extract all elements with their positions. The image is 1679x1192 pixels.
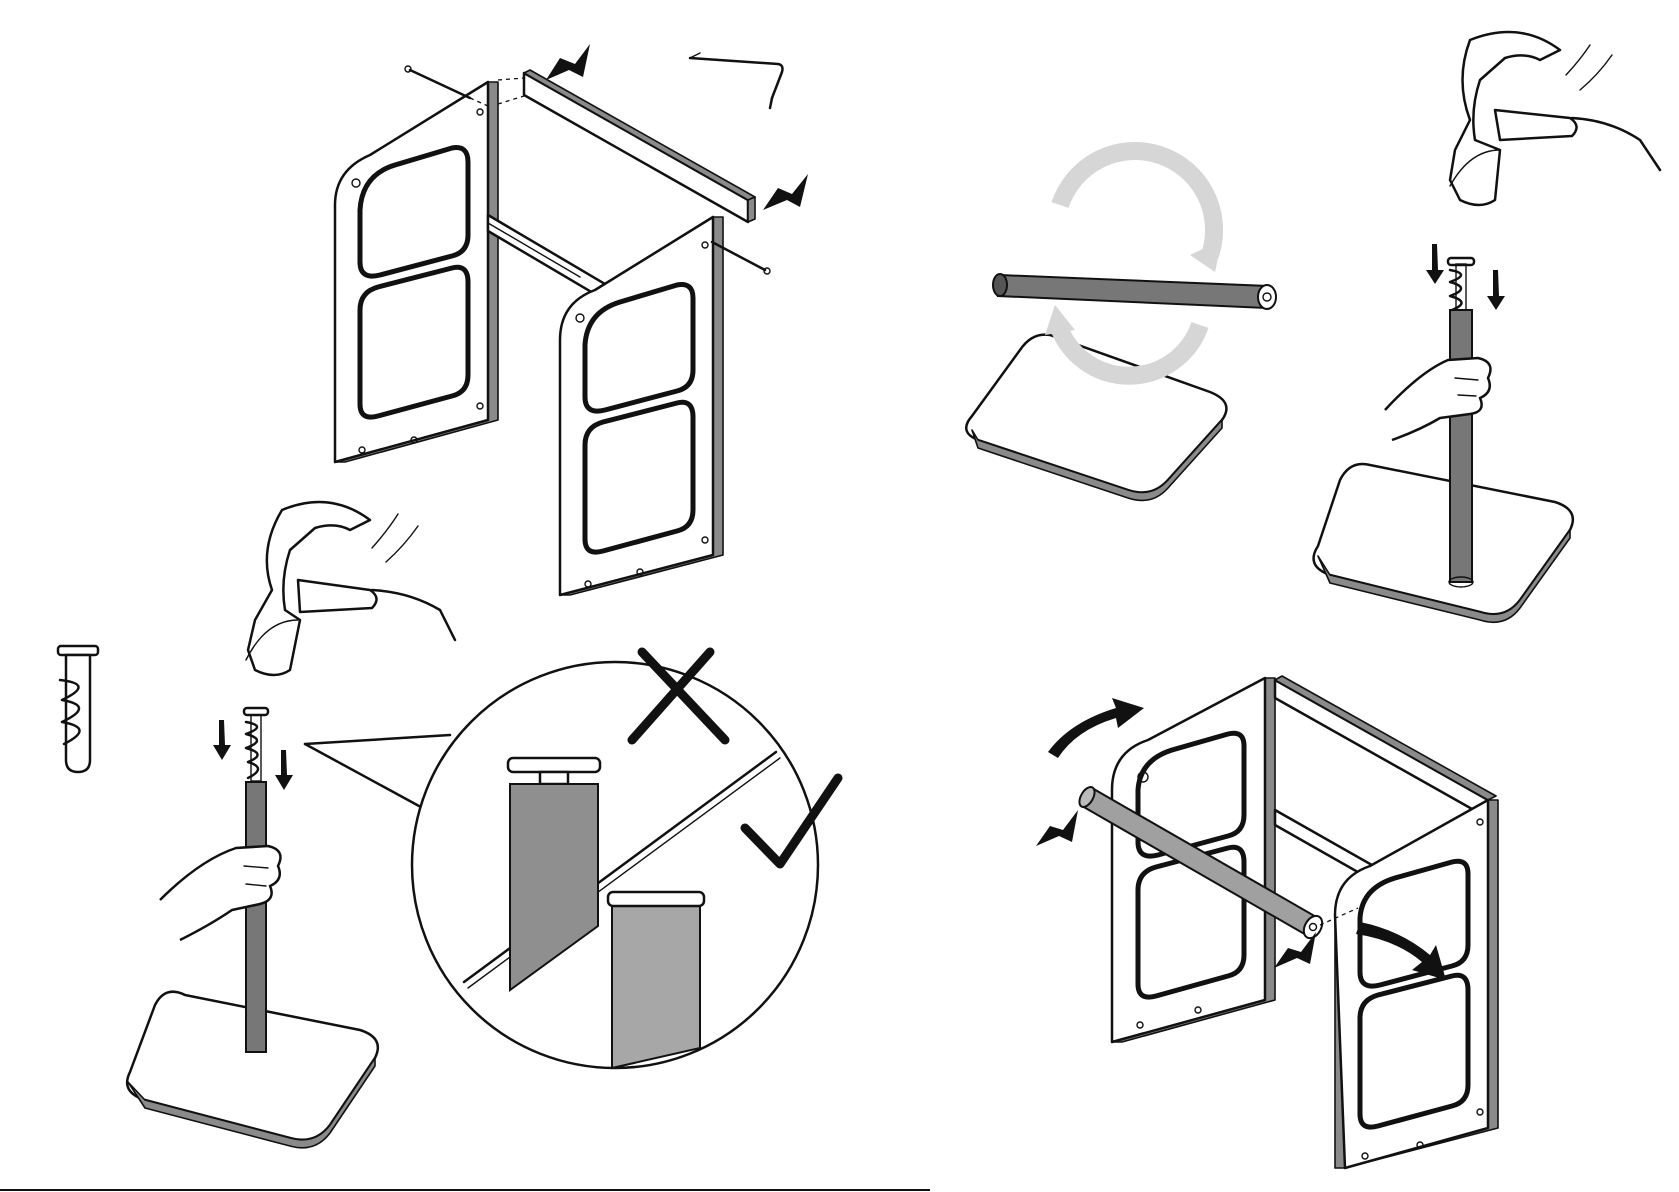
step-rotate-rod bbox=[966, 151, 1276, 500]
step-insert-rod bbox=[1036, 676, 1498, 1168]
step-hammer-dowel-top bbox=[1314, 32, 1660, 622]
base-plate-icon bbox=[1314, 464, 1573, 614]
hand-icon bbox=[1385, 358, 1490, 440]
dowel-icon bbox=[244, 708, 268, 781]
step-hammer-dowel-bottom bbox=[58, 502, 838, 1148]
rotation-arrow-icon bbox=[1045, 151, 1222, 376]
push-arrow-icon bbox=[1036, 810, 1078, 846]
step-frame-assembly bbox=[335, 44, 808, 595]
correct-dowel bbox=[608, 892, 704, 1068]
rod-icon bbox=[993, 274, 1276, 309]
push-arrow-icon bbox=[546, 44, 590, 80]
rod-icon bbox=[246, 782, 266, 1052]
rod-icon bbox=[1449, 310, 1473, 587]
side-panel-icon bbox=[335, 82, 498, 462]
push-arrow-icon bbox=[763, 174, 808, 210]
dowel-detail-callout bbox=[305, 662, 818, 1068]
hammer-icon bbox=[1450, 32, 1660, 205]
dowel-icon bbox=[58, 646, 98, 772]
allen-key-icon bbox=[690, 53, 783, 108]
dowel-icon bbox=[1448, 258, 1474, 310]
hammer-icon bbox=[246, 502, 455, 675]
